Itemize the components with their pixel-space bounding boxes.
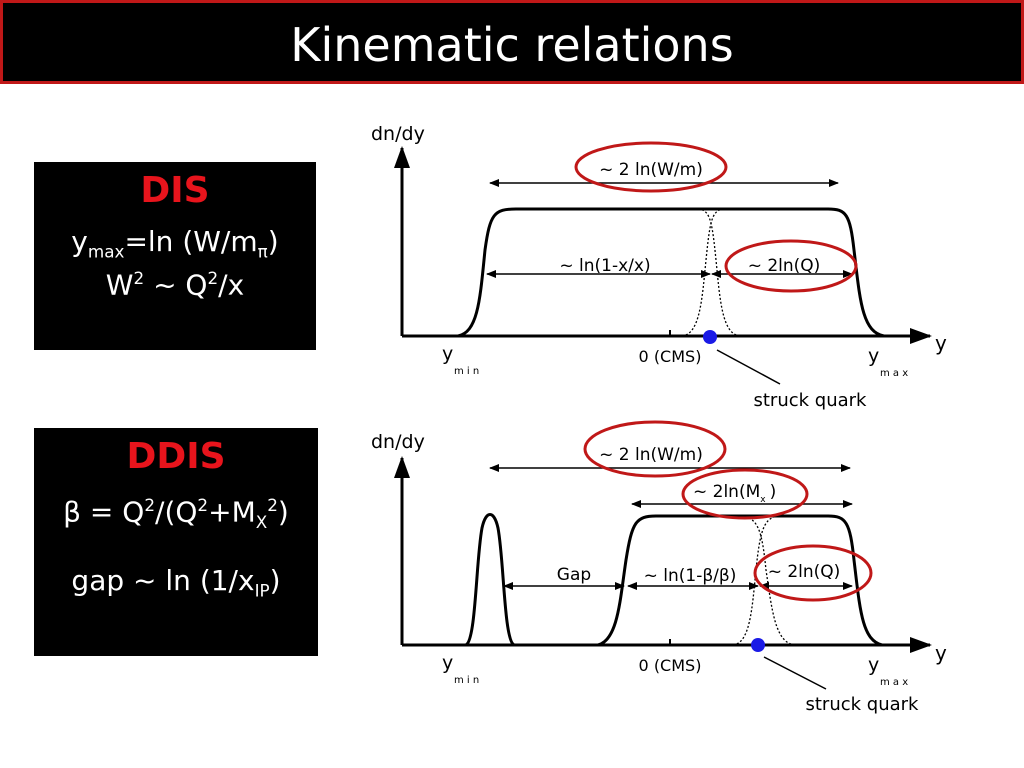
top-dotted-right (699, 208, 741, 337)
bottom-lnb-label: ~ ln(1-β/β) (644, 566, 737, 586)
top-ymin: y (442, 343, 453, 365)
bottom-y-axis-label: dn/dy (371, 431, 425, 453)
top-ymax: y (868, 345, 879, 367)
top-struck-quark-label: struck quark (754, 390, 868, 411)
ddis-box: DDIS β = Q2/(Q2+MX2) gap ~ ln (1/xIP) (34, 428, 318, 656)
bottom-struck-quark-dot (751, 638, 765, 652)
bottom-cms-label: 0 (CMS) (639, 656, 702, 675)
slide-title: Kinematic relations (290, 18, 734, 72)
bottom-peak-curve (464, 513, 516, 647)
ddis-formula-beta: β = Q2/(Q2+MX2) (63, 495, 289, 532)
ddis-heading: DDIS (126, 436, 226, 477)
bottom-dotted-right (743, 515, 796, 646)
top-ymax-sub: m a x (880, 368, 908, 379)
bottom-wm-ellipse (583, 420, 727, 478)
top-x-axis-label: y (935, 331, 947, 355)
top-struck-quark-dot (703, 330, 717, 344)
top-y-axis-label: dn/dy (371, 123, 425, 145)
bottom-ymax-sub: m a x (880, 677, 908, 688)
bottom-mx-label: ~ 2ln(Mx) (693, 482, 776, 505)
bottom-mx-ellipse (681, 468, 809, 520)
top-wm-ellipse (574, 141, 728, 193)
top-ymin-sub: m i n (454, 366, 479, 377)
top-struck-quark-pointer (716, 349, 781, 385)
top-lnq-ellipse (724, 239, 858, 293)
bottom-ymin: y (442, 652, 453, 674)
bottom-gap-label: Gap (557, 565, 591, 585)
dis-formula-w2: W2 ~ Q2/x (105, 267, 245, 301)
top-dotted-left (681, 208, 723, 337)
bottom-struck-quark-label: struck quark (806, 694, 920, 715)
bottom-wm-label: ~ 2 ln(W/m) (599, 445, 703, 465)
top-cms-label: 0 (CMS) (639, 347, 702, 366)
top-diagram: dn/dy y ~ 2 ln(W/m) ~ ln(1-x/x) ~ 2ln(Q)… (371, 123, 947, 411)
dis-heading: DIS (140, 170, 210, 211)
bottom-ymin-sub: m i n (454, 675, 479, 686)
ddis-formula-gap: gap ~ ln (1/xIP) (71, 563, 281, 601)
bottom-diagram: dn/dy y ~ 2 ln(W/m) ~ 2ln(Mx) Gap ~ ln(1… (371, 420, 947, 715)
bottom-struck-quark-pointer (763, 656, 827, 690)
top-lnx-label: ~ ln(1-x/x) (559, 256, 650, 276)
bottom-lnq-label: ~ 2ln(Q) (768, 562, 841, 582)
title-bar: Kinematic relations (0, 0, 1024, 84)
top-lnq-label: ~ 2ln(Q) (748, 256, 821, 276)
bottom-ymax: y (868, 654, 879, 676)
bottom-dotted-left (732, 515, 777, 646)
top-wm-label: ~ 2 ln(W/m) (599, 160, 703, 180)
dis-box: DIS ymax=ln (W/mπ) W2 ~ Q2/x (34, 162, 316, 350)
bottom-plateau-curve (597, 514, 883, 647)
bottom-lnq-ellipse (753, 544, 873, 602)
bottom-x-axis-label: y (935, 641, 947, 665)
top-plateau-curve (457, 207, 885, 338)
dis-formula-ymax: ymax=ln (W/mπ) (71, 225, 279, 262)
